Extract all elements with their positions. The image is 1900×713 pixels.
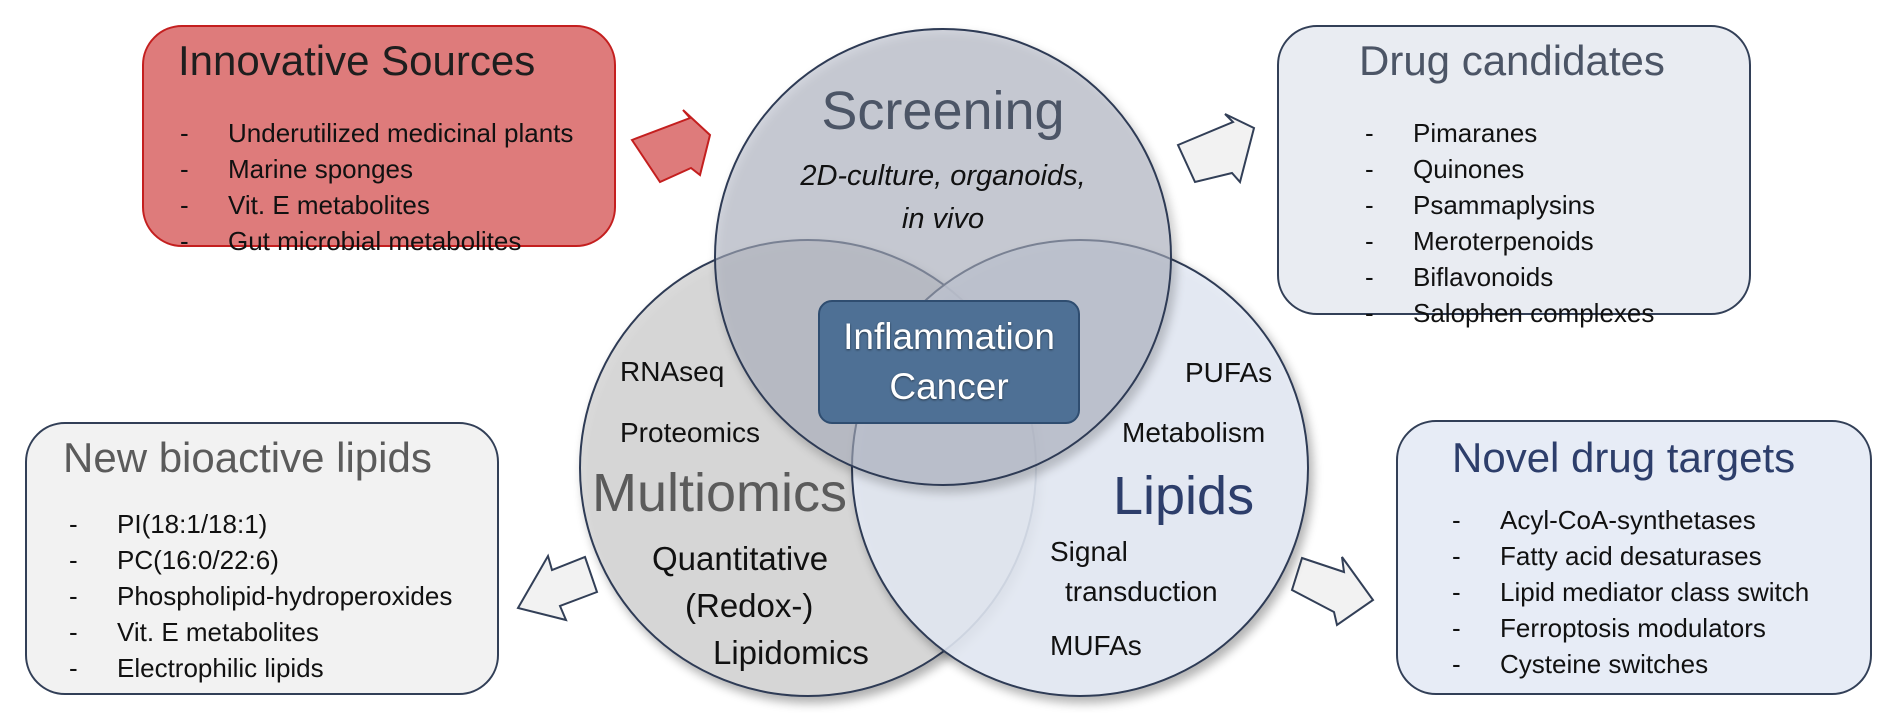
list-item: - Electrophilic lipids	[69, 650, 452, 686]
list-item: - Marine sponges	[180, 151, 573, 187]
bullet-dash: -	[180, 190, 189, 220]
bullet-dash: -	[69, 653, 78, 683]
bullet-dash: -	[69, 617, 78, 647]
lipids-signal-line2: transduction	[1065, 576, 1218, 607]
list-item-text: Vit. E metabolites	[228, 190, 430, 220]
center-line1: Inflammation	[843, 316, 1055, 357]
drug-candidates-list: - Pimaranes - Quinones - Psammaplysins - Mer…	[1365, 115, 1655, 331]
lipids-mufas: MUFAs	[1050, 630, 1142, 661]
list-item-text: Marine sponges	[228, 154, 413, 184]
novel-drug-targets-box: Novel drug targets - Acyl-CoA-synthetases…	[1396, 420, 1872, 695]
bullet-dash: -	[180, 118, 189, 148]
arrow-lipids-to-targets	[1290, 556, 1375, 627]
list-item: - Pimaranes	[1365, 115, 1654, 151]
arrow-screening-to-drugs	[1176, 113, 1256, 185]
bullet-dash: -	[1365, 190, 1374, 220]
bullet-dash: -	[1452, 613, 1461, 643]
multiomics-rnaseq: RNAseq	[620, 356, 725, 387]
multiomics-title: Multiomics	[592, 463, 848, 523]
bullet-dash: -	[1452, 505, 1461, 535]
list-item: - PI(18:1/18:1)	[69, 506, 452, 542]
list-item-text: Vit. E metabolites	[117, 617, 319, 647]
innovative-sources-list: - Underutilized medicinal plants - Marine …	[180, 115, 574, 259]
list-item: - Vit. E metabolites	[180, 187, 573, 223]
list-item: - Vit. E metabolites	[69, 614, 452, 650]
list-item-text: PC(16:0/22:6)	[117, 545, 279, 575]
arrow-sources-to-screening	[630, 109, 712, 184]
bullet-dash: -	[1365, 154, 1374, 184]
list-item-text: Lipid mediator class switch	[1500, 577, 1810, 607]
list-item: - Underutilized medicinal plants	[180, 115, 574, 151]
innovative-sources-title: Innovative Sources	[178, 37, 536, 84]
arrow-multiomics-to-lipids-box	[516, 553, 599, 622]
list-item: - Biflavonoids	[1365, 259, 1654, 295]
list-item-text: Psammaplysins	[1413, 190, 1596, 220]
list-item-text: PI(18:1/18:1)	[117, 509, 268, 539]
list-item-text: Cysteine switches	[1500, 649, 1709, 679]
bullet-dash: -	[180, 226, 189, 256]
bullet-dash: -	[1365, 262, 1374, 292]
list-item-text: Quinones	[1413, 154, 1525, 184]
bullet-dash: -	[1365, 118, 1374, 148]
new-bioactive-lipids-list: - PI(18:1/18:1) - PC(16:0/22:6) - Phospholi…	[69, 506, 453, 686]
lipids-title: Lipids	[1113, 466, 1255, 526]
bullet-dash: -	[1452, 541, 1461, 571]
list-item: - Gut microbial metabolites	[180, 223, 573, 259]
list-item-text: Fatty acid desaturases	[1500, 541, 1762, 571]
lipids-pufas: PUFAs	[1185, 357, 1273, 388]
list-item: - Ferroptosis modulators	[1452, 610, 1809, 646]
list-item-text: Pimaranes	[1413, 118, 1538, 148]
multiomics-lipidomics-line2: (Redox-)	[685, 587, 814, 624]
innovative-sources-box: Innovative Sources - Underutilized medici…	[142, 25, 616, 256]
list-item-text: Phospholipid-hydroperoxides	[117, 581, 453, 611]
list-item-text: Salophen complexes	[1413, 298, 1655, 328]
list-item: - Salophen complexes	[1365, 295, 1655, 331]
list-item: - Fatty acid desaturases	[1452, 538, 1809, 574]
multiomics-lipidomics-line1: Quantitative	[652, 540, 829, 577]
bullet-dash: -	[1365, 298, 1374, 328]
center-inflammation-cancer: Inflammation Cancer	[818, 300, 1080, 424]
screening-methods-line2: in vivo	[901, 203, 985, 235]
new-bioactive-lipids-box: New bioactive lipids - PI(18:1/18:1) - PC(…	[25, 422, 499, 695]
multiomics-proteomics: Proteomics	[620, 417, 761, 448]
bullet-dash: -	[1452, 649, 1461, 679]
list-item-text: Underutilized medicinal plants	[228, 118, 574, 148]
lipids-signal-line1: Signal	[1050, 536, 1128, 567]
screening-methods-line1: 2D-culture, organoids,	[800, 160, 1086, 192]
multiomics-lipidomics-line3: Lipidomics	[713, 634, 869, 671]
bullet-dash: -	[1365, 226, 1374, 256]
bullet-dash: -	[1452, 577, 1461, 607]
list-item: - Lipid mediator class switch	[1452, 574, 1810, 610]
center-line2: Cancer	[889, 366, 1009, 407]
list-item: - PC(16:0/22:6)	[69, 542, 452, 578]
list-item-text: Acyl-CoA-synthetases	[1500, 505, 1756, 535]
bullet-dash: -	[69, 581, 78, 611]
lipids-metabolism: Metabolism	[1122, 417, 1266, 448]
list-item: - Quinones	[1365, 151, 1654, 187]
list-item-text: Biflavonoids	[1413, 262, 1554, 292]
new-bioactive-lipids-title: New bioactive lipids	[63, 434, 432, 481]
drug-candidates-box: Drug candidates - Pimaranes - Quinones - Ps…	[1277, 25, 1751, 328]
bullet-dash: -	[180, 154, 189, 184]
bullet-dash: -	[69, 509, 78, 539]
list-item-text: Meroterpenoids	[1413, 226, 1594, 256]
list-item-text: Ferroptosis modulators	[1500, 613, 1766, 643]
list-item-text: Gut microbial metabolites	[228, 226, 522, 256]
list-item-text: Electrophilic lipids	[117, 653, 324, 683]
list-item: - Acyl-CoA-synthetases	[1452, 502, 1809, 538]
list-item: - Phospholipid-hydroperoxides	[69, 578, 453, 614]
drug-candidates-title: Drug candidates	[1359, 37, 1665, 84]
list-item: - Cysteine switches	[1452, 646, 1809, 682]
bullet-dash: -	[69, 545, 78, 575]
list-item: - Meroterpenoids	[1365, 223, 1654, 259]
list-item: - Psammaplysins	[1365, 187, 1654, 223]
novel-drug-targets-title: Novel drug targets	[1452, 434, 1796, 481]
screening-title: Screening	[821, 81, 1065, 141]
novel-drug-targets-list: - Acyl-CoA-synthetases - Fatty acid desatu…	[1452, 502, 1810, 682]
